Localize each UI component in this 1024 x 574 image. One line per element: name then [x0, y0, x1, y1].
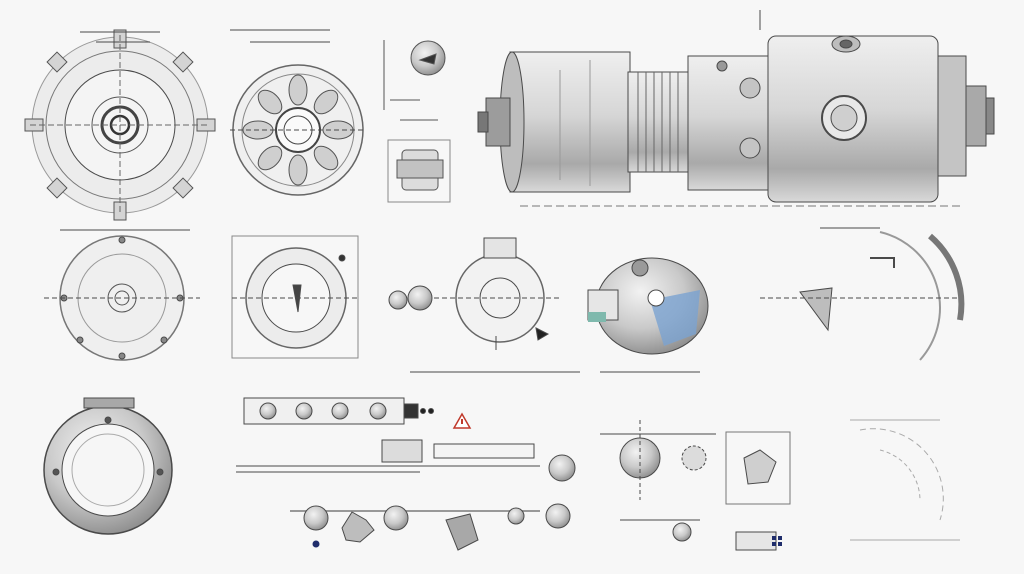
small-fittings-row [303, 454, 576, 551]
warning-triangle-icon [452, 412, 472, 429]
pump-casing-drawing [587, 257, 709, 373]
flange-plate-drawing [44, 229, 200, 361]
faint-arc-sketch [850, 419, 960, 541]
turbine-cylinder-assembly [477, 10, 995, 207]
partial-section-drawing [760, 227, 965, 361]
gear-detail-panel [600, 420, 716, 542]
gear-wheel-drawing [24, 29, 216, 221]
heavy-ring-drawing [43, 397, 173, 535]
small-detail-parts [383, 40, 451, 203]
impeller-wheel-drawing [230, 29, 366, 196]
square-plate-panel [725, 431, 791, 551]
valve-body-drawing [388, 237, 580, 373]
shaft-components-row [236, 397, 540, 512]
bearing-housing-drawing [231, 235, 359, 359]
